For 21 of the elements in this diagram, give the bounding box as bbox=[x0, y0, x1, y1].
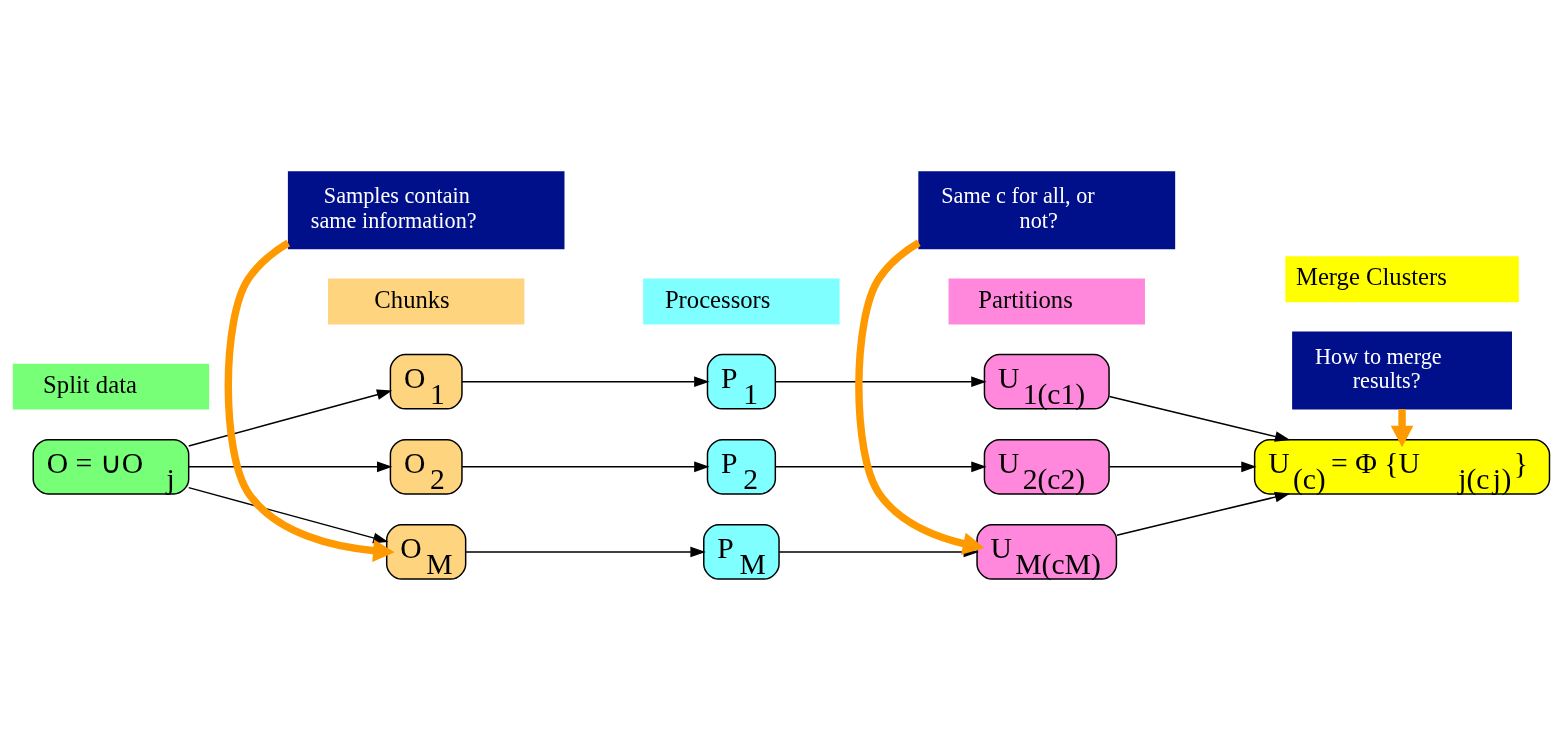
arrow bbox=[187, 388, 393, 447]
node-box: Chunks bbox=[328, 278, 525, 324]
node-box: Same c for all, or not? bbox=[918, 170, 1176, 249]
node-box: Processors bbox=[643, 278, 840, 324]
arrow bbox=[1116, 491, 1291, 536]
arrow bbox=[1390, 408, 1414, 447]
arrow bbox=[774, 460, 987, 472]
arrow bbox=[461, 375, 710, 387]
arrow bbox=[224, 239, 395, 562]
arrow bbox=[1108, 395, 1291, 442]
arrow bbox=[461, 460, 710, 472]
node-box: How to merge results? bbox=[1292, 331, 1512, 410]
node-box: Partitions bbox=[948, 278, 1145, 324]
arrow bbox=[774, 375, 987, 387]
arrow bbox=[187, 486, 389, 543]
arrow bbox=[187, 460, 393, 472]
node-box: Merge Clusters bbox=[1285, 255, 1519, 302]
arrow bbox=[1108, 460, 1257, 472]
node-box: Split data bbox=[12, 363, 210, 410]
arrow bbox=[465, 546, 706, 557]
node-box: Samples contain same information? bbox=[287, 170, 565, 249]
